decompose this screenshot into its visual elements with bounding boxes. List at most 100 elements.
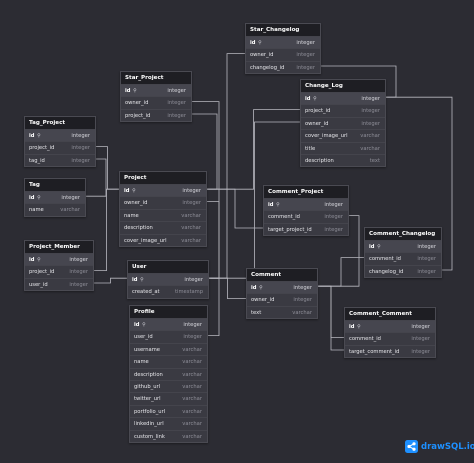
primary-key-row[interactable]: id ⚲integer <box>128 273 208 286</box>
table-title[interactable]: Comment_Comment <box>345 308 435 320</box>
table-title[interactable]: Comment_Changelog <box>365 228 441 240</box>
table-title[interactable]: User <box>128 261 208 273</box>
table-title[interactable]: Project_Member <box>25 241 93 253</box>
primary-key-row[interactable]: id ⚲integer <box>120 184 206 197</box>
relationship-line[interactable] <box>94 277 127 284</box>
column-name: id <box>369 244 375 250</box>
column-name: project_id <box>305 108 331 115</box>
relationship-line[interactable] <box>209 277 246 299</box>
table-title[interactable]: Comment <box>247 269 317 281</box>
table-title[interactable]: Star_Project <box>121 72 191 84</box>
table-title[interactable]: Tag_Project <box>25 117 95 129</box>
relationship-line[interactable] <box>318 285 344 351</box>
relationship-line[interactable] <box>207 188 263 229</box>
primary-key-row[interactable]: id ⚲integer <box>121 84 191 97</box>
column-type: text <box>369 157 380 164</box>
key-icon: ⚲ <box>35 195 41 201</box>
relationship-line[interactable] <box>96 146 119 190</box>
primary-key-row[interactable]: id ⚲integer <box>365 240 441 253</box>
primary-key-row[interactable]: id ⚲integer <box>345 320 435 333</box>
table-title[interactable]: Project <box>120 172 206 184</box>
table-title[interactable]: Profile <box>130 306 207 318</box>
table-title[interactable]: Comment_Project <box>264 186 348 198</box>
column-name: comment_id <box>268 214 300 221</box>
relationship-line[interactable] <box>318 257 364 287</box>
relationship-line[interactable] <box>209 53 245 279</box>
brand-logo[interactable]: drawSQL.io <box>405 440 474 453</box>
primary-key-row[interactable]: id ⚲integer <box>25 129 95 142</box>
primary-key-row[interactable]: id ⚲integer <box>264 198 348 211</box>
table-title[interactable]: Star_Changelog <box>246 24 320 36</box>
relationship-line[interactable] <box>208 277 220 336</box>
primary-key-row[interactable]: id ⚲integer <box>247 281 317 294</box>
relationship-line[interactable] <box>386 96 453 271</box>
column-name: tag_id <box>29 157 45 164</box>
table-title[interactable]: Change_Log <box>301 80 385 92</box>
relationship-line[interactable] <box>207 109 300 190</box>
table-title[interactable]: Tag <box>25 179 85 191</box>
column-name: project_id <box>29 269 55 276</box>
primary-key-row[interactable]: id ⚲integer <box>25 191 85 204</box>
relationship-line[interactable] <box>86 158 107 197</box>
relationship-line[interactable] <box>94 188 119 271</box>
relationship-line[interactable] <box>209 121 300 279</box>
primary-key-row[interactable]: id ⚲integer <box>130 318 207 331</box>
primary-key-row[interactable]: id ⚲integer <box>301 92 385 105</box>
primary-key-row[interactable]: id ⚲integer <box>25 253 93 266</box>
column-name: changelog_id <box>250 64 285 71</box>
primary-key-row[interactable]: id ⚲integer <box>246 36 320 49</box>
column-name: owner_id <box>251 297 275 304</box>
column-type: integer <box>69 257 88 263</box>
